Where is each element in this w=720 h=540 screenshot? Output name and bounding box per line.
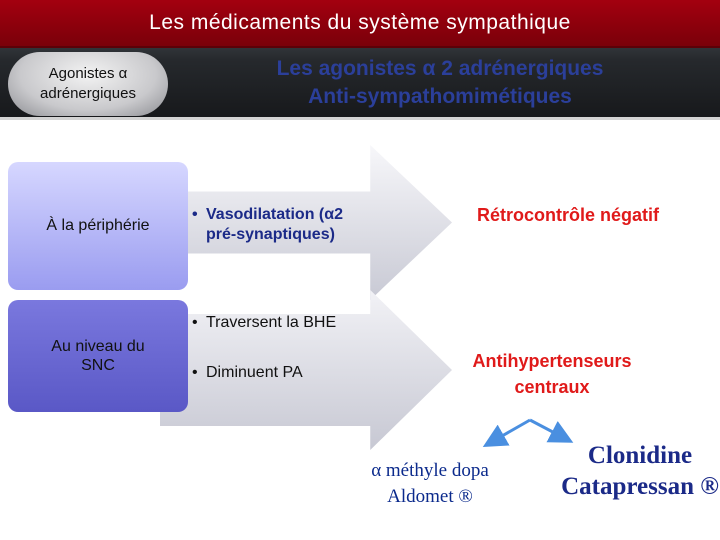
snc-label-line2: SNC (81, 357, 115, 374)
bhe-text: Traversent la BHE (206, 314, 337, 331)
antihyper-line2: centraux (514, 377, 590, 397)
header-divider (0, 117, 720, 120)
clon-line1: Clonidine (587, 442, 693, 469)
effect-retrocontrole: Rétrocontrôle négatif (476, 205, 659, 225)
snc-label-line1: Au niveau du (51, 338, 145, 355)
pa-text: Diminuent PA (206, 364, 303, 381)
clon-line2: Catapressan ® (561, 473, 719, 500)
drug-clonidine: Clonidine Catapressan ® (540, 440, 720, 502)
dopa-line2: Aldomet ® (387, 486, 473, 507)
category-pill: Agonistes α adrénergiques (8, 52, 168, 116)
row-label-peripherie: À la périphérie (8, 162, 188, 290)
bullet-pa: • Diminuent PA (192, 363, 412, 383)
row-label-snc: Au niveau du SNC (8, 300, 188, 412)
pill-label-line2: adrénergiques (40, 85, 136, 102)
bullet-vasodilatation: • Vasodilatation (α2 pré-synaptiques) (192, 205, 402, 245)
bullet-bhe: • Traversent la BHE (192, 313, 412, 333)
effect-antihypertenseurs: Antihypertenseurs centraux (432, 348, 672, 400)
dopa-line1: α méthyle dopa (371, 460, 489, 481)
bullet-dot: • (192, 314, 198, 331)
slide-title: Les médicaments du système sympathique (0, 0, 720, 48)
antihyper-line1: Antihypertenseurs (472, 351, 632, 371)
vaso-line1: Vasodilatation (α2 (206, 206, 343, 223)
vaso-line2: pré-synaptiques) (206, 226, 335, 243)
connector-to-clonidine (529, 418, 574, 443)
bullet-dot: • (192, 364, 198, 381)
peripherie-label: À la périphérie (46, 217, 150, 234)
bullet-dot: • (192, 206, 198, 223)
drug-methyldopa: α méthyle dopa Aldomet ® (320, 458, 540, 510)
pill-label-line1: Agonistes α (48, 65, 128, 82)
section-header: Les agonistes α 2 adrénergiques Anti-sym… (200, 55, 680, 111)
header-line2: Anti-sympathomimétiques (308, 85, 572, 108)
header-line1: Les agonistes α 2 adrénergiques (276, 57, 604, 80)
connector-to-dopa (482, 418, 531, 447)
